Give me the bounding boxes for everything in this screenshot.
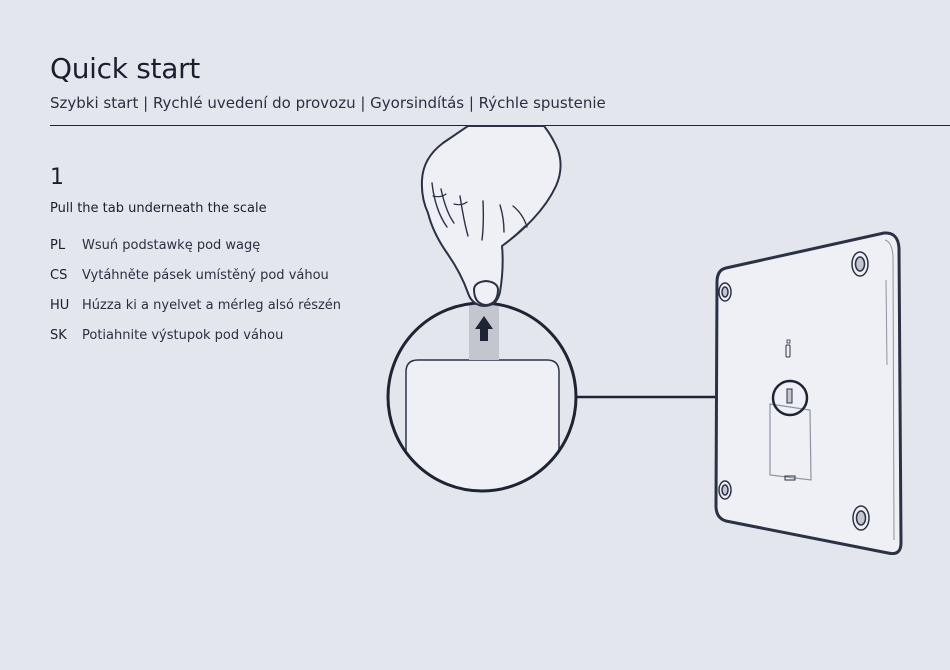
- hand-icon: [422, 126, 561, 306]
- scale-icon: [716, 233, 901, 554]
- zoom-detail: [388, 300, 576, 500]
